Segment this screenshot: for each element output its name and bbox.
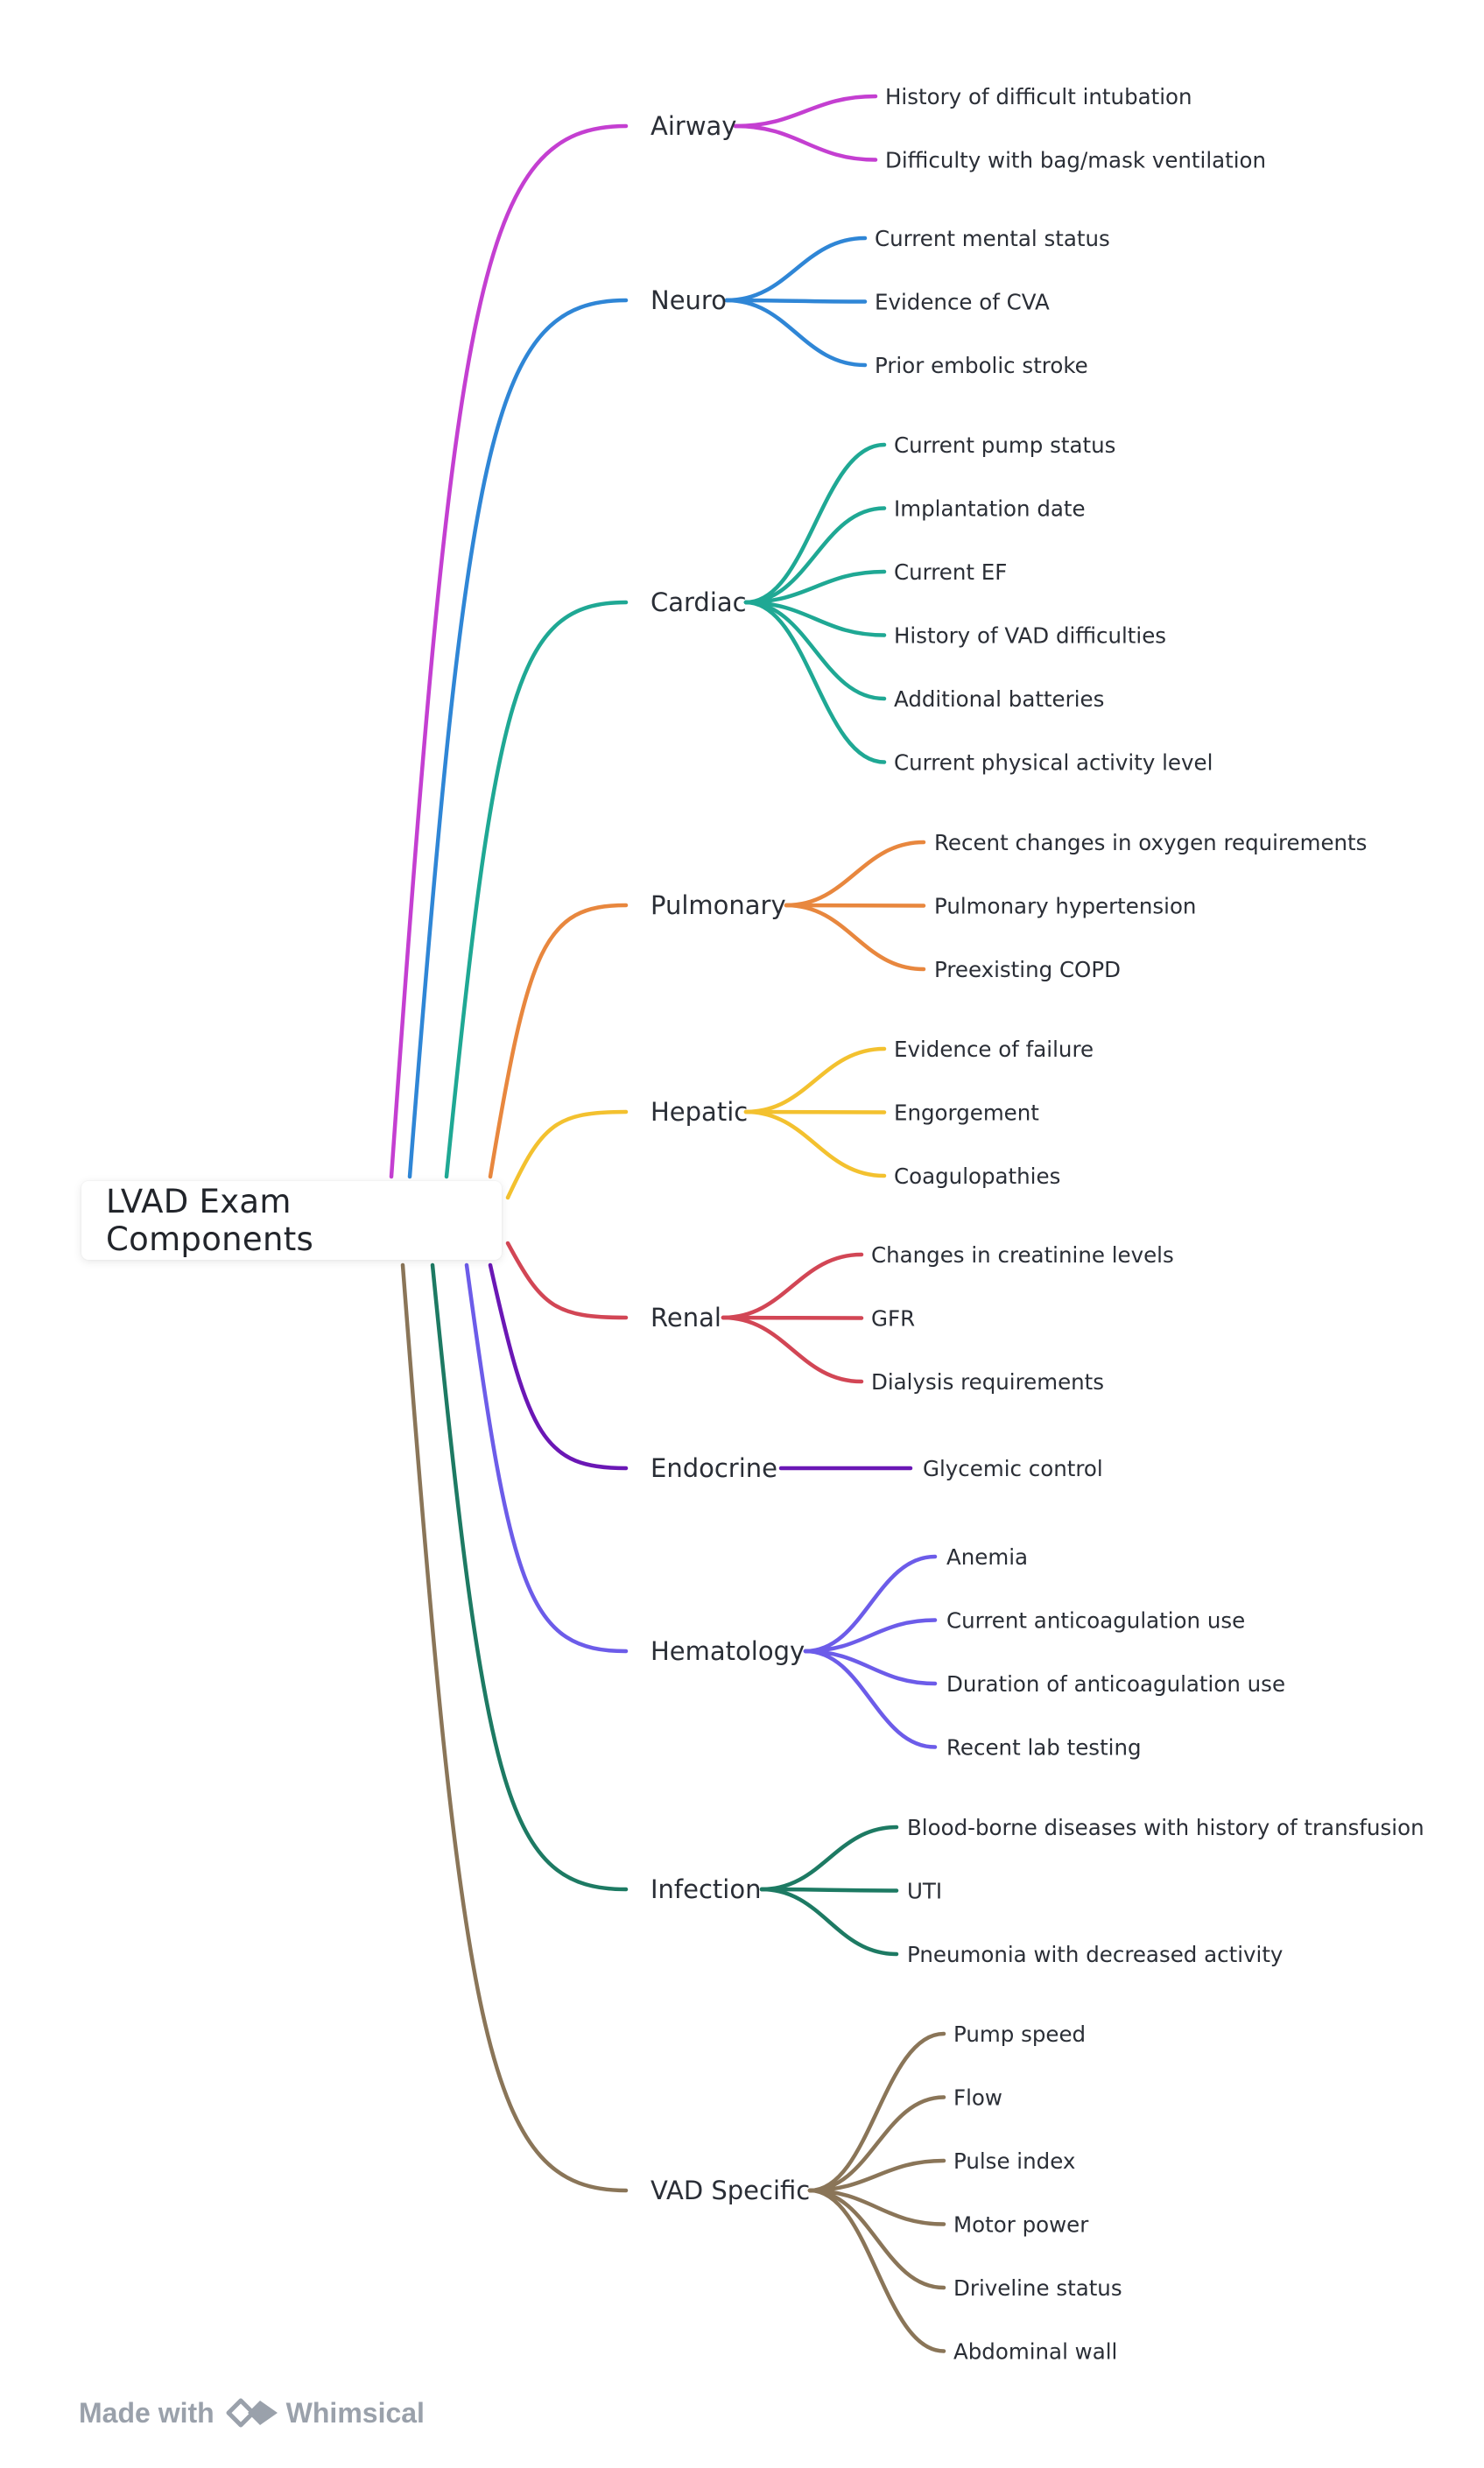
edge-vad-specific-leaf-5	[807, 2188, 946, 2290]
edge-airway-leaf-2	[733, 123, 878, 162]
leaf-gfr[interactable]: GFR	[871, 1306, 915, 1332]
leaf-additional-batteries[interactable]: Additional batteries	[894, 686, 1104, 712]
edge-vad-specific-leaf-3	[807, 2158, 946, 2193]
edge-cardiac-leaf-2	[743, 506, 887, 605]
edge-cardiac-leaf-6	[743, 600, 887, 764]
edge-root-vad-specific	[400, 1262, 629, 2193]
edge-neuro-leaf-2	[724, 298, 868, 304]
leaf-pneumonia-with-decreased-activity[interactable]: Pneumonia with decreased activity	[907, 1942, 1283, 1967]
leaf-preexisting-copd[interactable]: Preexisting COPD	[934, 957, 1121, 982]
category-renal[interactable]: Renal	[651, 1303, 721, 1332]
leaf-pulmonary-hypertension[interactable]: Pulmonary hypertension	[934, 894, 1196, 919]
leaf-motor-power[interactable]: Motor power	[953, 2212, 1089, 2238]
edge-pulmonary-leaf-2	[784, 903, 926, 908]
edge-renal-leaf-1	[721, 1252, 864, 1320]
leaf-current-physical-activity-level[interactable]: Current physical activity level	[894, 750, 1213, 776]
leaf-flow[interactable]: Flow	[953, 2085, 1002, 2111]
edge-hematology-leaf-1	[803, 1554, 938, 1654]
edge-infection-leaf-3	[759, 1887, 899, 1957]
category-cardiac[interactable]: Cardiac	[651, 587, 747, 617]
leaf-history-of-difficult-intubation[interactable]: History of difficult intubation	[885, 84, 1192, 109]
edge-vad-specific-leaf-6	[807, 2188, 946, 2353]
category-neuro[interactable]: Neuro	[651, 285, 727, 315]
made-with-whimsical-footer[interactable]: Made with Whimsical	[79, 2393, 425, 2433]
edge-hematology-leaf-3	[803, 1649, 938, 1686]
category-endocrine[interactable]: Endocrine	[651, 1453, 777, 1483]
edge-root-hematology	[464, 1262, 629, 1654]
edge-hepatic-leaf-2	[743, 1109, 887, 1114]
edge-hematology-leaf-4	[803, 1649, 938, 1749]
whimsical-logo-icon	[226, 2398, 278, 2428]
leaf-current-pump-status[interactable]: Current pump status	[894, 432, 1115, 458]
edge-root-pulmonary	[488, 903, 629, 1179]
made-with-text: Made with	[79, 2396, 215, 2429]
edge-airway-leaf-1	[733, 94, 878, 129]
leaf-duration-of-anticoagulation-use[interactable]: Duration of anticoagulation use	[946, 1671, 1285, 1697]
edge-pulmonary-leaf-1	[784, 840, 926, 908]
leaf-engorgement[interactable]: Engorgement	[894, 1100, 1039, 1126]
leaf-evidence-of-failure[interactable]: Evidence of failure	[894, 1037, 1094, 1062]
edge-cardiac-leaf-5	[743, 600, 887, 701]
leaf-recent-changes-in-oxygen-requirements[interactable]: Recent changes in oxygen requirements	[934, 830, 1367, 855]
leaf-changes-in-creatinine-levels[interactable]: Changes in creatinine levels	[871, 1242, 1174, 1268]
leaf-current-ef[interactable]: Current EF	[894, 559, 1007, 585]
category-vad-specific[interactable]: VAD Specific	[651, 2176, 810, 2205]
edge-vad-specific-leaf-2	[807, 2095, 946, 2193]
leaf-uti[interactable]: UTI	[907, 1879, 942, 1904]
category-pulmonary[interactable]: Pulmonary	[651, 890, 786, 920]
edge-cardiac-leaf-4	[743, 600, 887, 637]
edge-renal-leaf-3	[721, 1315, 864, 1384]
leaf-current-mental-status[interactable]: Current mental status	[875, 226, 1110, 251]
edge-vad-specific-leaf-4	[807, 2188, 946, 2226]
edge-hematology-leaf-2	[803, 1618, 938, 1654]
edge-pulmonary-leaf-3	[784, 903, 926, 972]
leaf-abdominal-wall[interactable]: Abdominal wall	[953, 2339, 1117, 2365]
category-hematology[interactable]: Hematology	[651, 1636, 805, 1666]
leaf-anemia[interactable]: Anemia	[946, 1544, 1028, 1570]
edge-hepatic-leaf-3	[743, 1109, 887, 1178]
edge-hepatic-leaf-1	[743, 1046, 887, 1114]
edge-root-neuro	[407, 298, 629, 1179]
mind-map-labels: Airway History of difficult intubationDif…	[651, 84, 1424, 2365]
leaf-driveline-status[interactable]: Driveline status	[953, 2275, 1122, 2301]
edge-infection-leaf-2	[759, 1887, 899, 1893]
leaf-dialysis-requirements[interactable]: Dialysis requirements	[871, 1369, 1104, 1395]
edge-root-airway	[389, 123, 629, 1179]
edge-cardiac-leaf-1	[743, 442, 887, 605]
leaf-recent-lab-testing[interactable]: Recent lab testing	[946, 1735, 1142, 1761]
leaf-evidence-of-cva[interactable]: Evidence of CVA	[875, 290, 1050, 315]
root-node-label: LVAD Exam Components	[106, 1183, 314, 1258]
category-hepatic[interactable]: Hepatic	[651, 1097, 748, 1127]
leaf-current-anticoagulation-use[interactable]: Current anticoagulation use	[946, 1608, 1245, 1634]
edge-root-cardiac	[444, 600, 629, 1179]
edge-infection-leaf-1	[759, 1825, 899, 1892]
category-infection[interactable]: Infection	[651, 1874, 761, 1904]
mind-map-edges	[389, 94, 946, 2353]
leaf-prior-embolic-stroke[interactable]: Prior embolic stroke	[875, 353, 1088, 378]
leaf-implantation-date[interactable]: Implantation date	[894, 496, 1086, 522]
category-airway[interactable]: Airway	[651, 111, 736, 141]
edge-root-endocrine	[488, 1262, 629, 1471]
edge-root-hepatic	[505, 1109, 629, 1200]
edge-neuro-leaf-3	[724, 298, 868, 368]
edge-root-infection	[430, 1262, 629, 1892]
root-node[interactable]: LVAD Exam Components	[81, 1181, 502, 1260]
edge-cardiac-leaf-3	[743, 569, 887, 605]
leaf-pump-speed[interactable]: Pump speed	[953, 2022, 1086, 2047]
leaf-coagulopathies[interactable]: Coagulopathies	[894, 1164, 1060, 1189]
whimsical-brand-text: Whimsical	[285, 2396, 425, 2429]
leaf-blood-borne-diseases-with-history-of-transfusion[interactable]: Blood-borne diseases with history of tra…	[907, 1815, 1424, 1840]
leaf-difficulty-with-bag-mask-ventilation[interactable]: Difficulty with bag/mask ventilation	[885, 148, 1266, 173]
edge-vad-specific-leaf-1	[807, 2031, 946, 2193]
leaf-history-of-vad-difficulties[interactable]: History of VAD difficulties	[894, 623, 1166, 649]
leaf-glycemic-control[interactable]: Glycemic control	[923, 1456, 1103, 1481]
leaf-pulse-index[interactable]: Pulse index	[953, 2148, 1075, 2174]
edge-root-renal	[505, 1241, 629, 1320]
edge-neuro-leaf-1	[724, 236, 868, 303]
